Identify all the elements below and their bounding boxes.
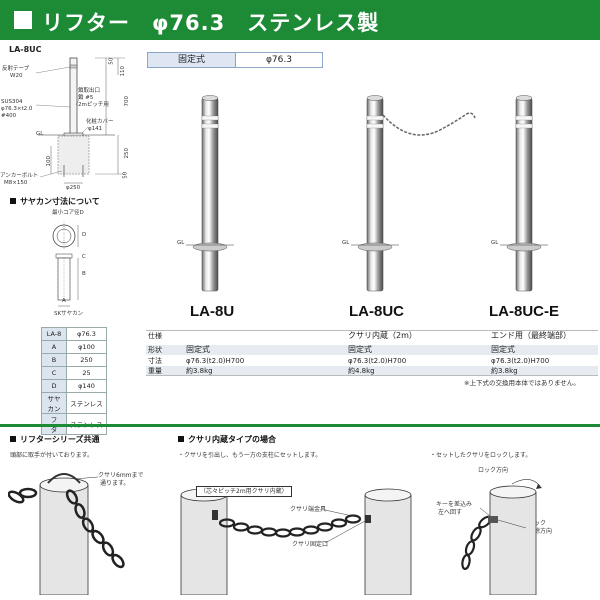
sayakan-drawing — [52, 222, 79, 307]
type-box-label: 固定式 — [148, 53, 236, 67]
sayakan-square-icon — [10, 198, 16, 204]
label-anchor-dim: M8×150 — [4, 180, 28, 186]
label-insert-key: キーを差込み — [436, 501, 473, 508]
diagram-model-label: LA-8UC — [9, 45, 42, 54]
label-chain-end: クサリ端金具 — [290, 506, 327, 513]
dim-phi250: φ250 — [66, 185, 81, 191]
sayakan-letter-a: A — [62, 298, 66, 304]
spec-row-weight: 重量 約3.8kg 約4.8kg 約3.8kg — [146, 366, 598, 376]
label-hook-chain: 鎖 #5 — [78, 95, 94, 101]
pole-la-8u — [186, 95, 234, 292]
gl-label-1: GL — [177, 240, 185, 246]
callout-chain-size: クサリ6mmまで — [98, 472, 144, 479]
section-chain-text: ・クサリを引出し、もう一方の支柱にセットします。 — [178, 452, 322, 459]
spec-cell: 約4.8kg — [348, 367, 375, 375]
spec-cell: 固定式 — [348, 345, 372, 354]
spec-cell: 固定式 — [186, 345, 210, 354]
section-common-text: 頭部に取手が付いております。 — [10, 452, 94, 459]
spec-cell: 約3.8kg — [186, 367, 213, 375]
sayakan-title: サヤカン寸法について — [10, 196, 100, 207]
sayakan-letter-b: B — [82, 271, 86, 277]
dim-50-bottom: 50 — [122, 171, 129, 179]
label-hook-pitch: 2mピッチ用 — [78, 102, 109, 108]
label-gl: GL — [36, 131, 44, 137]
sayakan-title-text: サヤカン寸法について — [20, 197, 100, 206]
chain-pitch-box: （芯々ピッチ2m用クサリ内蔵） — [196, 486, 292, 497]
type-box-value: φ76.3 — [266, 55, 292, 65]
label-unlock: ロック — [528, 520, 547, 527]
label-cover: 化粧カバー — [86, 119, 114, 125]
page-title: リフター φ76.3 ステンレス製 — [42, 11, 380, 35]
spec-cell: エンド用（最終端部） — [491, 331, 571, 340]
label-cover-dim: φ141 — [88, 126, 103, 132]
spec-cell: φ76.3(t2.0)H700 — [348, 357, 407, 365]
spec-row-label: 重量 — [148, 367, 162, 375]
label-hook: 鎖取出口 — [78, 88, 101, 94]
gl-label-2: GL — [342, 240, 350, 246]
spec-cell: φ76.3(t2.0)H700 — [491, 357, 550, 365]
section-chain-title-text: クサリ内蔵タイプの場合 — [188, 435, 276, 444]
chain-square-icon — [178, 436, 184, 442]
spec-cell: クサリ内蔵（2m） — [348, 331, 417, 340]
label-anchor: アンカーボルト — [0, 173, 39, 179]
dim-250: 250 — [124, 148, 130, 159]
spec-cell: 約3.8kg — [491, 367, 518, 375]
dim-700: 700 — [124, 96, 130, 107]
spec-row-shape: 形状 固定式 固定式 固定式 — [146, 345, 598, 355]
section-common-title-text: リフターシリーズ共通 — [20, 435, 100, 444]
pole-la-8uc — [351, 95, 476, 292]
spec-row-dims: 寸法 φ76.3(t2.0)H700 φ76.3(t2.0)H700 φ76.3… — [146, 356, 598, 366]
table-row: サヤカンステンレス — [41, 392, 107, 414]
dim-50-top: 50 — [108, 57, 115, 65]
dimension-drawing — [35, 57, 125, 184]
sayakan-core-label: 最小コア径D — [52, 210, 84, 216]
page-header: リフター φ76.3 ステンレス製 — [0, 0, 600, 40]
callout-chain-pass: 通ります。 — [100, 480, 130, 487]
sayakan-letter-d: D — [82, 232, 87, 238]
label-unlock-direction: 解除方向 — [528, 528, 553, 535]
label-chain-fix: クサリ固定口 — [292, 541, 329, 548]
illustration-common — [8, 473, 125, 595]
product-poles — [186, 95, 548, 292]
dim-110: 110 — [120, 66, 126, 77]
spec-row-label: 形状 — [148, 346, 162, 354]
dim-100: 100 — [46, 156, 52, 167]
label-sus: SUS304 — [1, 99, 23, 105]
sayakan-letter-c: C — [82, 254, 86, 260]
label-tape: 反射テープ — [2, 66, 30, 72]
spec-cell: φ76.3(t2.0)H700 — [186, 357, 245, 365]
spec-row-label: 寸法 — [148, 357, 162, 365]
header-square-icon — [14, 11, 32, 29]
type-box: 固定式 φ76.3 — [147, 52, 323, 68]
sayakan-caption: SKサヤカン — [54, 311, 84, 317]
pole-la-8uc-e — [500, 95, 548, 292]
label-sus-dim: φ76.3×t2.0 — [1, 106, 33, 112]
label-turn-left: 左へ回す — [438, 509, 463, 516]
spec-cell: 固定式 — [491, 345, 515, 354]
illustration-lock — [461, 479, 542, 595]
label-sus-grade: #400 — [1, 113, 17, 119]
model-label-1: LA-8U — [190, 303, 235, 320]
label-lock-direction: ロック方向 — [478, 467, 509, 474]
section-divider — [0, 424, 600, 427]
label-tape-width: W20 — [10, 73, 23, 79]
section-common-title: リフターシリーズ共通 — [10, 434, 99, 445]
gl-label-3: GL — [491, 240, 499, 246]
section-lock-text: ・セットしたクサリをロックします。 — [430, 452, 532, 459]
spec-row-label: 仕様 — [148, 332, 162, 340]
section-chain-title: クサリ内蔵タイプの場合 — [178, 434, 276, 445]
spec-row-spec: 仕様 クサリ内蔵（2m） エンド用（最終端部） — [146, 330, 598, 340]
common-square-icon — [10, 436, 16, 442]
spec-note: ※上下式の交換用本体ではありません。 — [464, 379, 580, 387]
model-label-3: LA-8UC-E — [489, 303, 559, 320]
model-label-2: LA-8UC — [349, 303, 404, 320]
